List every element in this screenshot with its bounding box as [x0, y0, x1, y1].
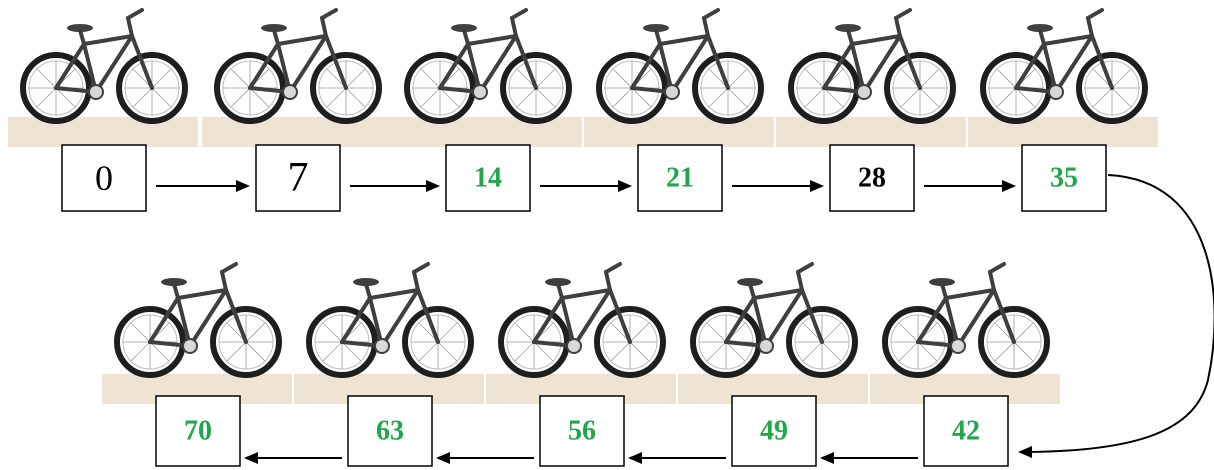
bicycle-drawing [791, 10, 953, 121]
sequence-value: 35 [1050, 163, 1078, 194]
sequence-value: 21 [666, 163, 694, 194]
number-box: 70 [156, 396, 240, 466]
bicycle-icon [8, 10, 198, 147]
bicycle-icon [678, 264, 868, 404]
sequence-value: 0 [95, 158, 113, 198]
bicycle-icon [968, 10, 1158, 147]
number-box: 28 [830, 145, 914, 211]
sequence-value: 56 [568, 416, 596, 447]
bicycle-icon [202, 10, 392, 147]
bicycle-drawing [983, 10, 1145, 121]
bicycle-icon [776, 10, 966, 147]
bicycle-icon [294, 264, 484, 404]
bicycle-drawing [23, 10, 185, 121]
bicycle-drawing [501, 264, 663, 375]
bicycle-drawing [117, 264, 279, 375]
number-box: 56 [540, 396, 624, 466]
sequence-value: 14 [474, 163, 502, 194]
number-box: 63 [348, 396, 432, 466]
sequence-value: 7 [288, 155, 309, 201]
number-box: 42 [924, 396, 1008, 466]
bicycle-icon [392, 10, 582, 147]
sequence-value: 49 [760, 416, 788, 447]
sequence-value: 42 [952, 416, 980, 447]
number-box: 0 [62, 145, 146, 211]
sequence-value: 28 [858, 163, 886, 194]
bicycle-drawing [885, 264, 1047, 375]
number-box: 14 [446, 145, 530, 211]
bicycle-icon [486, 264, 676, 404]
sequence-value: 70 [184, 416, 212, 447]
ground-strip [8, 117, 198, 147]
bicycle-drawing [693, 264, 855, 375]
bicycle-drawing [407, 10, 569, 121]
bicycle-drawing [309, 264, 471, 375]
number-box: 49 [732, 396, 816, 466]
ground-strip [392, 117, 582, 147]
arrow-icon [1020, 175, 1214, 452]
bicycle-icon [584, 10, 774, 147]
ground-strip [202, 117, 392, 147]
ground-strip [776, 117, 966, 147]
number-box: 7 [256, 145, 340, 211]
ground-strip [968, 117, 1158, 147]
bicycle-drawing [599, 10, 761, 121]
bicycle-drawing [217, 10, 379, 121]
bicycle-icon [870, 264, 1060, 404]
number-box: 35 [1022, 145, 1106, 211]
bicycle-icon [102, 264, 292, 404]
sequence-value: 63 [376, 416, 404, 447]
ground-strip [584, 117, 774, 147]
number-box: 21 [638, 145, 722, 211]
